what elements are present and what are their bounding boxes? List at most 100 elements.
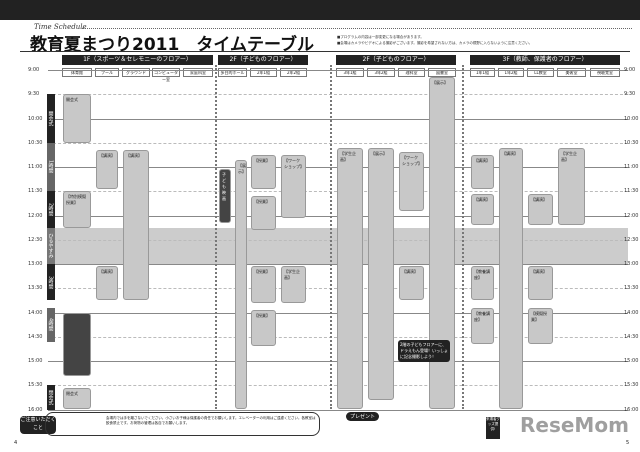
room-header: 図書室 xyxy=(428,68,456,77)
event-block[interactable]: 【講演】 xyxy=(96,266,118,301)
period-label: 1時間 xyxy=(47,142,55,192)
event-block[interactable]: 【授業】 xyxy=(251,310,276,347)
time-label: 13:30 xyxy=(28,285,43,292)
event-block[interactable]: 開会式 xyxy=(63,94,91,143)
doraemon-bubble: 2階の子どもフロアーに、ドラえもん登場！いっしょに記念撮影しよう！ xyxy=(398,340,450,362)
time-label: 13:30 xyxy=(624,285,639,292)
title-rule xyxy=(20,51,630,52)
time-label: 9:00 xyxy=(624,67,636,73)
time-label: 13:00 xyxy=(28,261,43,267)
period-label: 閉会式 xyxy=(47,385,55,410)
room-header: LL教室 xyxy=(527,68,554,77)
event-block[interactable]: 【授業】 xyxy=(251,154,276,189)
floor-header: 2F（子どものフロアー） xyxy=(336,55,456,65)
room-header: 体育館 xyxy=(62,68,92,77)
event-block[interactable]: 【講演】 xyxy=(399,266,424,301)
room-header: 多目的ホール xyxy=(218,68,247,77)
room-header: 2年2組 xyxy=(280,68,307,77)
time-gridline xyxy=(48,118,628,120)
floor-header: 3F（教師、保護者のフロアー） xyxy=(470,55,620,65)
event-block[interactable]: 【授業】 xyxy=(251,266,276,303)
event-block[interactable]: 子ども映画 xyxy=(219,169,231,223)
room-header: 1年2組 xyxy=(498,68,524,77)
floor-header: 2F（子どものフロアー） xyxy=(218,55,308,65)
present-label: プレゼント xyxy=(346,412,380,421)
time-label: 15:00 xyxy=(28,358,43,364)
time-label: 15:30 xyxy=(624,382,639,389)
page-title: 教育夏まつり2011 タイムテーブル xyxy=(30,35,314,55)
room-header: 2年1組 xyxy=(250,68,277,77)
time-label: 10:30 xyxy=(28,139,43,146)
time-label: 14:30 xyxy=(624,333,639,340)
time-label: 14:30 xyxy=(28,333,43,340)
event-block[interactable]: 【学生企画】 xyxy=(337,147,363,410)
time-label: 13:00 xyxy=(624,261,639,267)
event-block[interactable]: 【講演】 xyxy=(499,147,523,410)
time-label: 12:30 xyxy=(28,236,43,243)
event-block[interactable]: 【教養講座】 xyxy=(471,307,494,345)
time-label: 9:00 xyxy=(28,67,40,73)
event-block[interactable]: 【授業】 xyxy=(251,196,276,231)
room-header: 美術室 xyxy=(557,68,586,77)
page-number-left: 4 xyxy=(14,440,18,446)
event-block[interactable]: 【展示】 xyxy=(235,159,247,410)
event-block[interactable]: 【講演】 xyxy=(471,154,494,189)
room-header: グラウンド xyxy=(122,68,150,77)
period-label: 4時間 xyxy=(47,307,55,342)
floor-divider xyxy=(330,65,332,409)
event-block[interactable]: 【講演】 xyxy=(528,193,553,226)
room-header: 家庭科室 xyxy=(183,68,213,77)
resemom-logo: ReseMom xyxy=(520,413,629,437)
time-label: 12:30 xyxy=(624,236,639,243)
time-label: 9:30 xyxy=(28,91,40,98)
section-label: Time Schedule xyxy=(34,23,87,31)
goods-label: 来場者グッズ提供! xyxy=(486,417,500,439)
time-label: 9:30 xyxy=(624,91,636,98)
caution-text: 会場内では手を離さないでください。小さいお子様は保護者の責任でお願いします。エレ… xyxy=(45,412,320,436)
event-block[interactable]: 【ワークショップ】 xyxy=(281,154,306,218)
top-bar xyxy=(0,0,640,20)
notes: ■プログラムの内容は一部変更になる場合があります。 ■会場はカメラやビデオによる… xyxy=(337,34,537,46)
floor-header: 1F（スポーツ＆セレモニーのフロアー） xyxy=(62,55,213,65)
time-label: 11:30 xyxy=(624,188,639,195)
event-block[interactable]: 【学生企画】 xyxy=(281,266,306,303)
event-block[interactable] xyxy=(63,312,91,376)
time-gridline xyxy=(48,142,628,144)
period-label: 2時間 xyxy=(47,191,55,228)
floor-divider xyxy=(462,65,464,409)
time-label: 12:00 xyxy=(624,212,639,219)
time-label: 11:30 xyxy=(28,188,43,195)
time-label: 11:00 xyxy=(28,164,43,170)
time-label: 15:30 xyxy=(28,382,43,389)
event-block[interactable]: 【教養講座】 xyxy=(471,266,494,301)
room-header: プール xyxy=(95,68,119,77)
event-block[interactable]: 【講演】 xyxy=(123,150,149,301)
event-block[interactable]: 【特別模擬授業】 xyxy=(63,191,91,228)
room-header: 3年1組 xyxy=(336,68,364,77)
period-label: ひるやすみ xyxy=(47,227,55,264)
event-block[interactable]: 【ワークショップ】 xyxy=(399,152,424,211)
event-block[interactable]: 【展示】 xyxy=(368,147,394,400)
time-gridline xyxy=(48,70,628,71)
room-header: 視聴覚室 xyxy=(590,68,620,77)
time-label: 14:00 xyxy=(28,309,43,316)
event-block[interactable]: 【模擬授業】 xyxy=(528,307,553,345)
room-header: 理科室 xyxy=(398,68,425,77)
time-gridline xyxy=(48,94,628,96)
event-block[interactable]: 【講演】 xyxy=(528,266,553,301)
event-block[interactable]: 閉会式 xyxy=(63,387,91,410)
time-label: 10:30 xyxy=(624,139,639,146)
event-block[interactable]: 【講演】 xyxy=(471,193,494,226)
note: ■プログラムの内容は一部変更になる場合があります。 xyxy=(337,35,424,39)
room-header: 1年1組 xyxy=(470,68,495,77)
event-block[interactable]: 【学生企画】 xyxy=(558,147,585,226)
period-label: 開会式 xyxy=(47,94,55,143)
time-gridline xyxy=(48,409,628,411)
event-block[interactable]: 【講演】 xyxy=(96,150,118,189)
time-label: 14:00 xyxy=(624,309,639,316)
time-label: 15:00 xyxy=(624,358,639,364)
floor-divider xyxy=(215,65,217,409)
room-header: コンピューター室 xyxy=(152,68,180,82)
note: ■会場はカメラやビデオによる撮影がございます。撮影を希望されない方は、カメラの視… xyxy=(337,41,533,45)
time-label: 16:00 xyxy=(624,406,639,413)
